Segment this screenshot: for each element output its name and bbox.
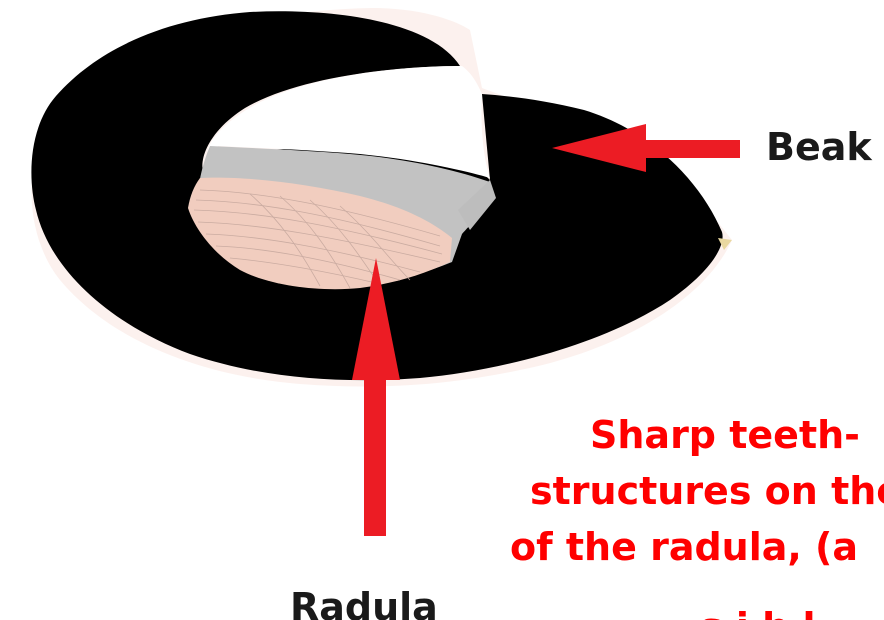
description-line-3: of the radula, (a (510, 525, 858, 569)
description-line-4: s i b l (700, 605, 816, 620)
radula-label: Radula (290, 585, 438, 620)
description-line-2: structures on the (530, 469, 884, 513)
description-line-1: Sharp teeth- (590, 413, 860, 457)
beak-label: Beak (766, 125, 872, 169)
